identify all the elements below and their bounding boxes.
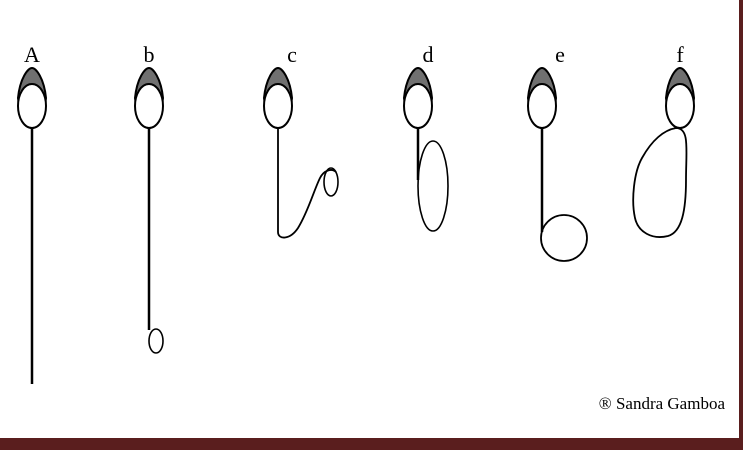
panel-label-f: f	[676, 42, 684, 67]
panel-label-a: A	[24, 42, 40, 67]
sperm-tail-diagram: A b c d	[0, 0, 739, 438]
tail-loop-b	[149, 329, 163, 353]
sperm-head-nucleus-e	[528, 84, 556, 128]
panel-label-e: e	[555, 42, 565, 67]
sperm-head-nucleus-c	[264, 84, 292, 128]
tail-loop-f	[633, 128, 686, 237]
tail-loop-c	[324, 168, 338, 196]
panel-f: f	[633, 42, 694, 237]
panel-b: b	[135, 42, 163, 353]
sperm-head-nucleus-b	[135, 84, 163, 128]
sperm-tail-c	[278, 128, 336, 238]
sperm-head-nucleus-f	[666, 84, 694, 128]
tail-loop-e	[541, 215, 587, 261]
panel-a: A	[18, 42, 46, 384]
sperm-head-nucleus-d	[404, 84, 432, 128]
panel-label-c: c	[287, 42, 297, 67]
copyright-notice: ® Sandra Gamboa	[599, 394, 725, 414]
tail-loop-d	[418, 141, 448, 231]
panel-label-d: d	[423, 42, 434, 67]
panel-d: d	[404, 42, 448, 231]
sperm-head-nucleus-a	[18, 84, 46, 128]
panel-c: c	[264, 42, 338, 238]
panel-e: e	[528, 42, 587, 261]
panel-label-b: b	[144, 42, 155, 67]
